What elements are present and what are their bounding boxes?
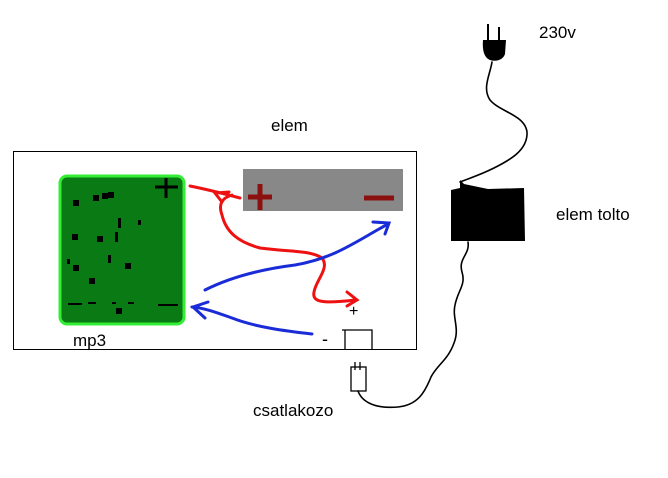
mp3-minus-marks [68, 302, 178, 306]
mp3-board-chips [67, 192, 141, 314]
negative-wire-to-battery [203, 222, 390, 292]
connector-label: csatlakozo [253, 401, 334, 420]
positive-wire-arrow-battery [212, 190, 231, 204]
mains-cable [459, 61, 528, 183]
negative-wire-arrow-battery [371, 220, 392, 236]
voltage-label: 230v [539, 23, 576, 42]
player-label: mp3 [73, 331, 107, 350]
connector-plug [350, 366, 367, 392]
battery-plus-sign [248, 184, 272, 210]
negative-wire-to-connector [190, 305, 314, 336]
battery-body [243, 169, 403, 211]
connector-socket [342, 329, 373, 350]
battery-label: elem [271, 116, 308, 135]
positive-wire [188, 184, 357, 304]
positive-wire-arrow-connector [345, 290, 360, 308]
wall-plug-prongs [487, 24, 500, 40]
charger-body [451, 180, 525, 241]
connector-plus-label: + [349, 303, 359, 320]
charger-output-cable [357, 241, 469, 409]
mp3-board [58, 174, 186, 326]
wall-plug-body [482, 40, 506, 61]
device-frame [13, 151, 417, 350]
connector-plug-pins [354, 362, 361, 370]
charger-label: elem tolto [556, 205, 630, 224]
negative-wire-arrow-player [190, 300, 210, 320]
connector-minus-label: - [322, 329, 328, 349]
mp3-plus-mark [155, 178, 178, 198]
